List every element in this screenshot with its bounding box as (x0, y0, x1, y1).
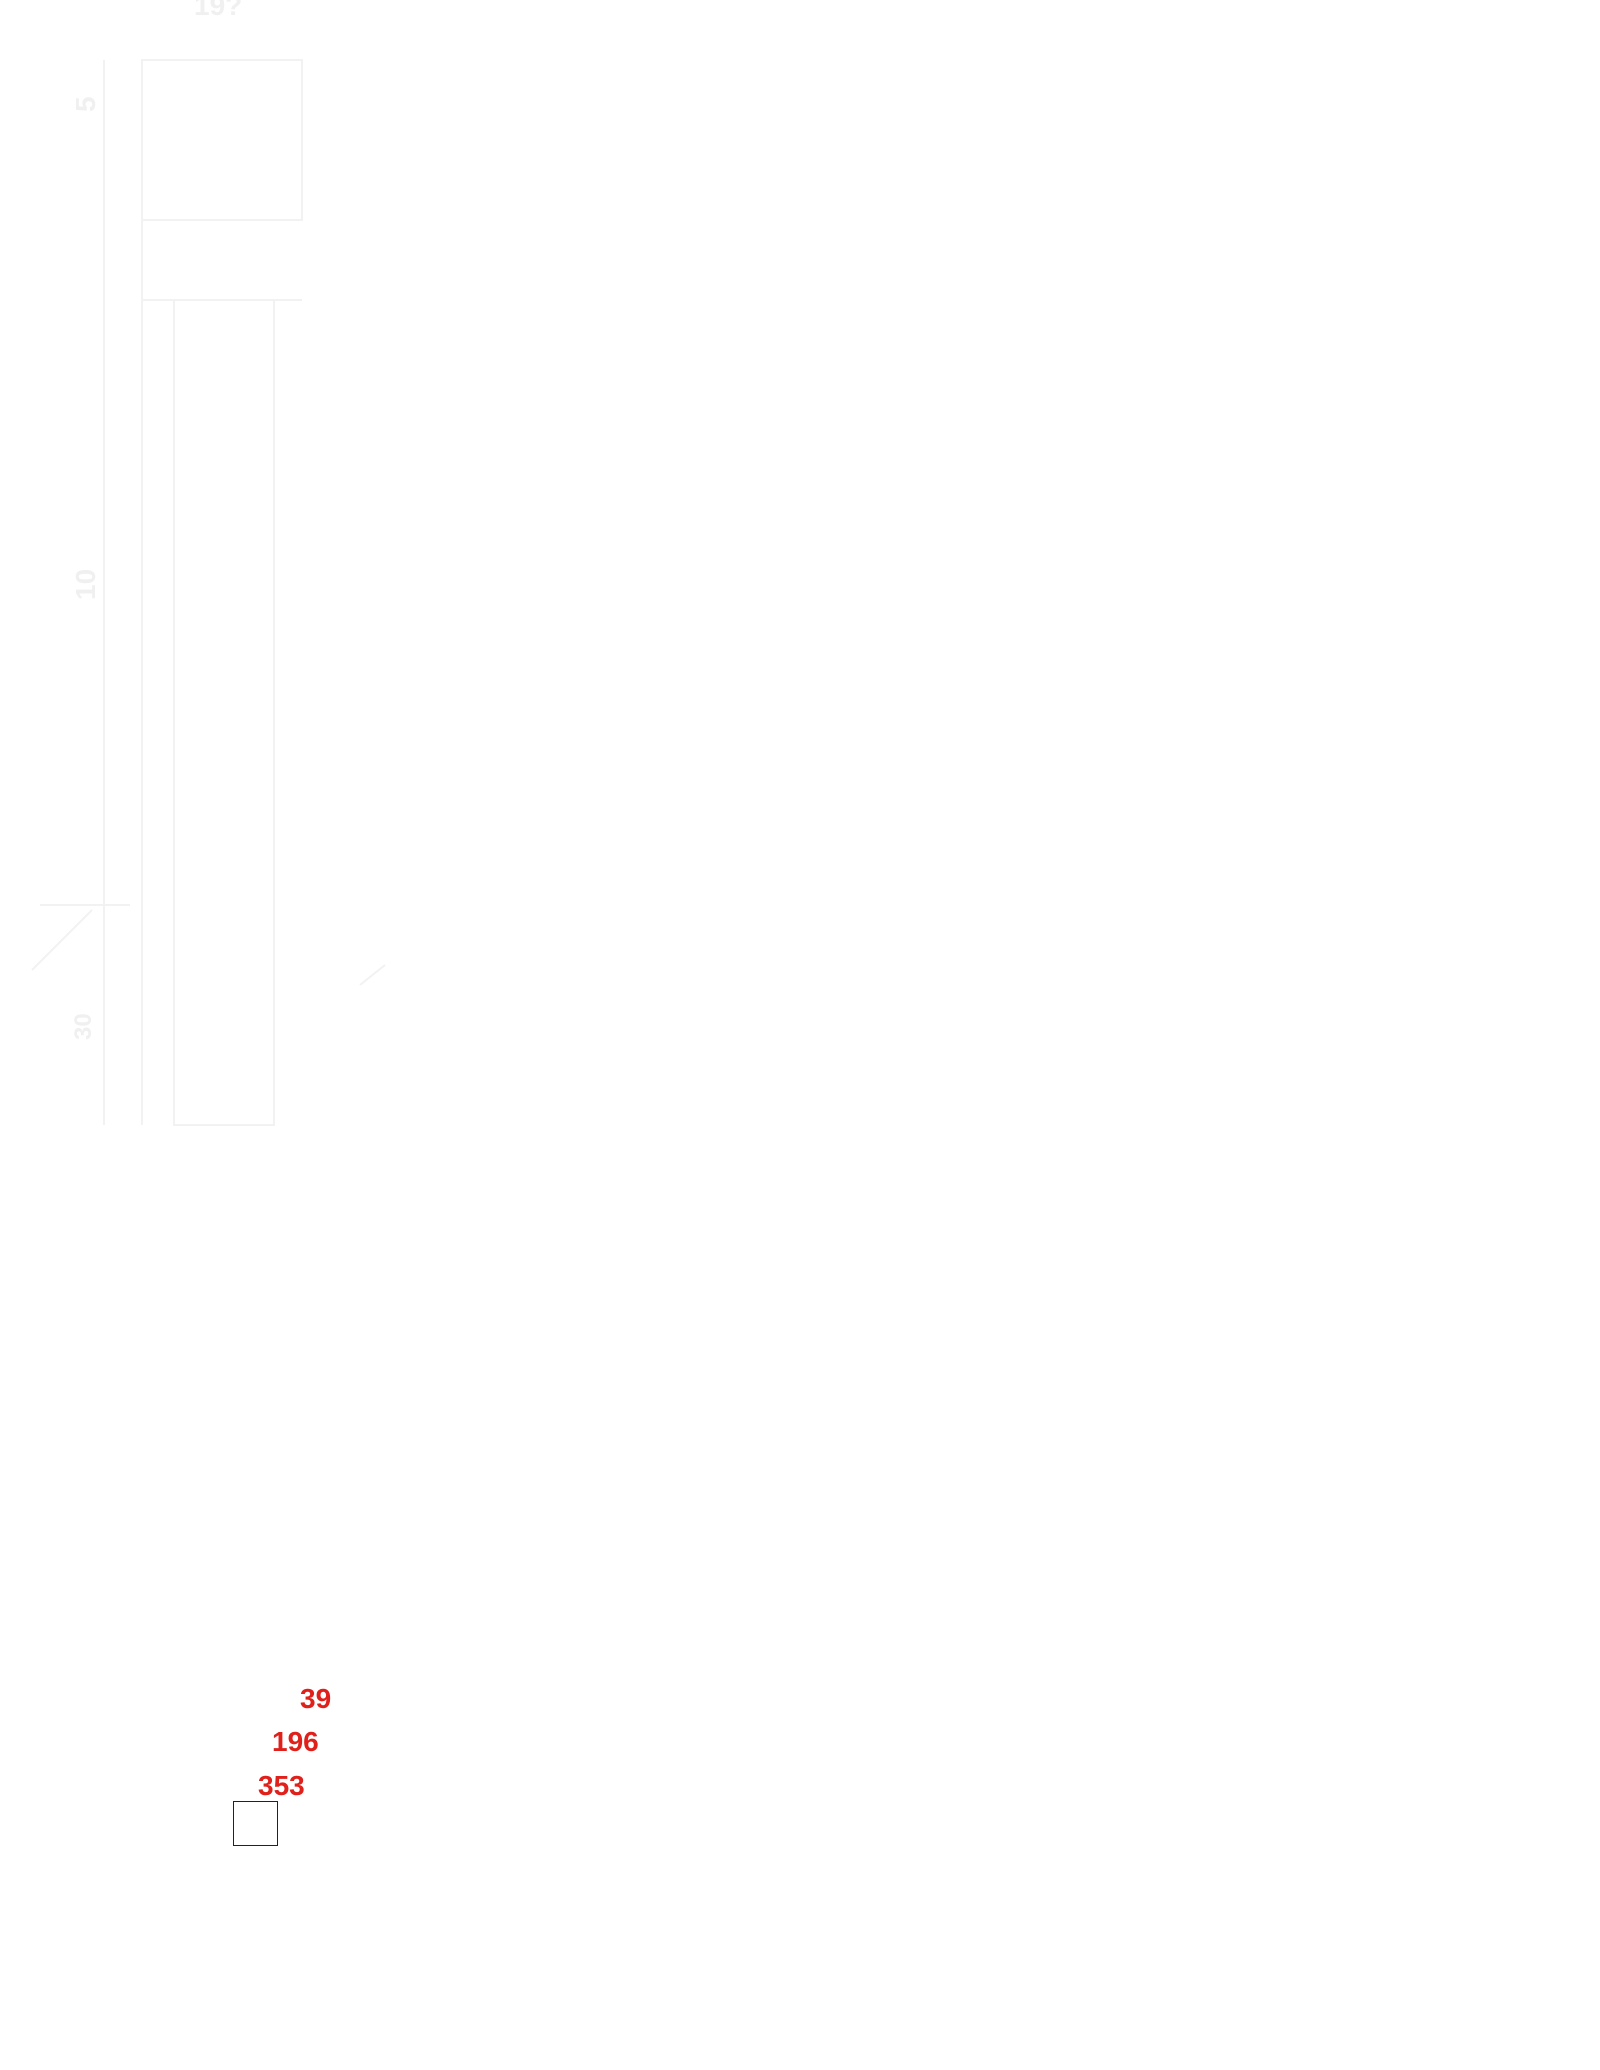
faint-diagonal-mark (31, 909, 93, 971)
measurement-label-39: 39 (300, 1683, 332, 1714)
square-marker (233, 1801, 278, 1846)
faint-drawing (31, 59, 386, 1126)
faint-top-box (141, 59, 303, 221)
measurement-label-353: 353 (258, 1770, 305, 1801)
measurement-label-196: 196 (272, 1726, 319, 1757)
faint-side-label-1: 5 (70, 96, 101, 112)
faint-side-label-3: 30 (70, 1013, 97, 1040)
faint-side-label-2: 10 (70, 568, 101, 600)
faint-top-label: 19? (194, 0, 243, 21)
faint-small-diagonal (359, 964, 386, 986)
faint-tall-box (173, 299, 275, 1126)
